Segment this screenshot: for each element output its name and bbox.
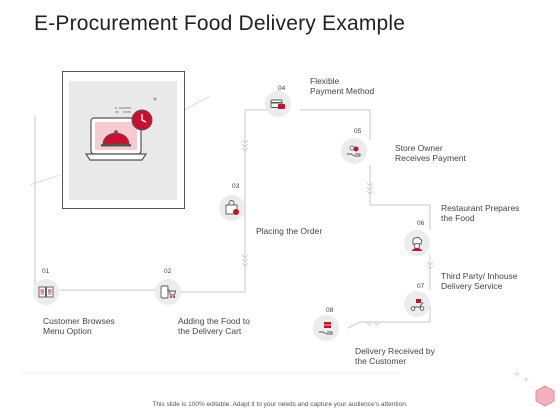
step-label: Flexible Payment Method bbox=[310, 76, 375, 96]
step-05-circle bbox=[341, 138, 367, 164]
sparkle-decoration-icon bbox=[514, 371, 529, 382]
step-04-circle bbox=[265, 91, 291, 117]
step-01-circle bbox=[33, 279, 59, 305]
step-07-circle bbox=[404, 291, 430, 317]
flow-line bbox=[34, 109, 431, 329]
step-label: Delivery Received by the Customer bbox=[355, 346, 435, 366]
step-number: 07 bbox=[417, 283, 425, 290]
step-02-circle bbox=[155, 279, 181, 305]
footer-note: This slide is 100% editable. Adapt it to… bbox=[152, 401, 408, 408]
hand-package-icon bbox=[319, 322, 333, 335]
step-label: Adding the Food to the Delivery Cart bbox=[178, 316, 250, 336]
chevron-marks bbox=[241, 139, 434, 326]
step-label: Restaurant Prepares the Food bbox=[441, 203, 520, 223]
step-03-circle bbox=[219, 195, 245, 221]
menu-book-icon bbox=[38, 286, 54, 298]
delivery-scooter-icon bbox=[410, 299, 425, 311]
step-number: 06 bbox=[417, 220, 425, 227]
laptop-food-cloche-clock-icon bbox=[84, 97, 157, 161]
cart-device-icon bbox=[160, 285, 176, 299]
step-label: Placing the Order bbox=[256, 226, 323, 236]
order-bag-icon bbox=[225, 200, 239, 215]
step-number: 02 bbox=[164, 268, 172, 275]
hexagon-logo-icon bbox=[535, 385, 555, 407]
chef-icon bbox=[412, 236, 423, 251]
step-08-circle bbox=[313, 315, 339, 341]
card-payment-icon bbox=[270, 99, 285, 109]
step-label: Third Party/ Inhouse Delivery Service bbox=[441, 271, 518, 291]
step-number: 05 bbox=[354, 128, 362, 135]
step-label: Store Owner Receives Payment bbox=[395, 143, 466, 163]
step-number: 08 bbox=[326, 307, 334, 314]
step-number: 03 bbox=[232, 183, 240, 190]
hero-image-frame bbox=[62, 71, 185, 209]
step-number: 01 bbox=[42, 268, 50, 275]
hero-image bbox=[69, 81, 177, 200]
step-label: Customer Browses Menu Option bbox=[43, 316, 115, 336]
page-title: E-Procurement Food Delivery Example bbox=[34, 12, 406, 35]
step-06-circle bbox=[404, 230, 430, 256]
hand-coins-icon bbox=[347, 145, 361, 157]
step-number: 04 bbox=[278, 85, 286, 92]
